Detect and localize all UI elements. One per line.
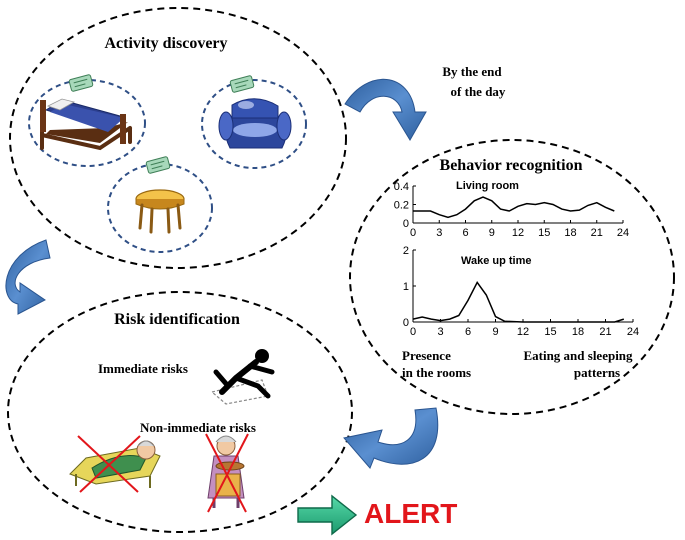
table-icon bbox=[135, 189, 185, 234]
x-tick-label: 12 bbox=[512, 227, 524, 239]
y-tick-label: 0.4 bbox=[394, 181, 409, 193]
chart-title: Wake up time bbox=[461, 255, 532, 267]
sensor-tag-icon bbox=[145, 155, 171, 175]
activity-discovery-title: Activity discovery bbox=[104, 35, 227, 52]
x-tick-label: 24 bbox=[627, 326, 639, 338]
elderly-woman-icon bbox=[205, 433, 249, 513]
eating-sleeping-label-line2: patterns bbox=[574, 365, 620, 380]
x-tick-label: 15 bbox=[538, 227, 550, 239]
y-tick-label: 0 bbox=[403, 218, 409, 230]
presence-label-line2: in the rooms bbox=[402, 365, 471, 380]
behavior-recognition-title: Behavior recognition bbox=[440, 157, 583, 174]
curved-arrow-to-risk bbox=[5, 239, 51, 315]
lying-person-icon bbox=[69, 435, 161, 493]
activity-discovery-region bbox=[9, 7, 347, 269]
presence-label-line1: Presence bbox=[402, 348, 451, 363]
armchair-icon bbox=[218, 98, 292, 149]
risk-identification-title: Risk identification bbox=[114, 311, 240, 328]
x-tick-label: 0 bbox=[410, 326, 416, 338]
chart-title: Living room bbox=[456, 180, 519, 192]
behavior-recognition-region bbox=[349, 139, 675, 415]
y-tick-label: 1 bbox=[403, 281, 409, 293]
x-tick-label: 15 bbox=[544, 326, 556, 338]
sensor-tag-icon bbox=[229, 74, 255, 94]
curved-arrow-to-behavior bbox=[344, 79, 427, 141]
living-room-chart: Living room 0 3 6 9 12 15 18 21 24 0 0.2 0.4 bbox=[394, 180, 629, 239]
x-tick-label: 21 bbox=[591, 227, 603, 239]
risk-identification-region bbox=[7, 291, 353, 533]
x-tick-label: 18 bbox=[572, 326, 584, 338]
by-end-of-day-line1: By the end bbox=[442, 64, 502, 79]
x-tick-label: 9 bbox=[492, 326, 498, 338]
non-immediate-risks-label: Non-immediate risks bbox=[140, 420, 256, 435]
y-tick-label: 2 bbox=[403, 245, 409, 257]
y-tick-label: 0 bbox=[403, 317, 409, 329]
x-tick-label: 3 bbox=[436, 227, 442, 239]
by-end-of-day-line2: of the day bbox=[451, 84, 506, 99]
series-line bbox=[412, 280, 625, 323]
x-tick-label: 24 bbox=[617, 227, 629, 239]
y-tick-label: 0.2 bbox=[394, 200, 409, 212]
curved-arrow-to-alert bbox=[343, 407, 439, 469]
x-tick-label: 12 bbox=[517, 326, 529, 338]
x-tick-label: 18 bbox=[564, 227, 576, 239]
x-tick-label: 3 bbox=[437, 326, 443, 338]
series-line bbox=[413, 196, 615, 219]
alert-arrow bbox=[297, 494, 358, 536]
x-tick-label: 9 bbox=[489, 227, 495, 239]
alert-text: ALERT bbox=[364, 498, 457, 529]
x-tick-label: 21 bbox=[599, 326, 611, 338]
immediate-risks-label: Immediate risks bbox=[98, 361, 188, 376]
x-tick-label: 6 bbox=[465, 326, 471, 338]
x-tick-label: 0 bbox=[410, 227, 416, 239]
armchair-sensor-circle bbox=[201, 79, 307, 169]
eating-sleeping-label-line1: Eating and sleeping bbox=[523, 348, 633, 363]
x-tick-label: 6 bbox=[462, 227, 468, 239]
sensor-tag-icon bbox=[68, 73, 94, 93]
bed-icon bbox=[40, 98, 132, 151]
falling-person-icon bbox=[210, 349, 275, 405]
